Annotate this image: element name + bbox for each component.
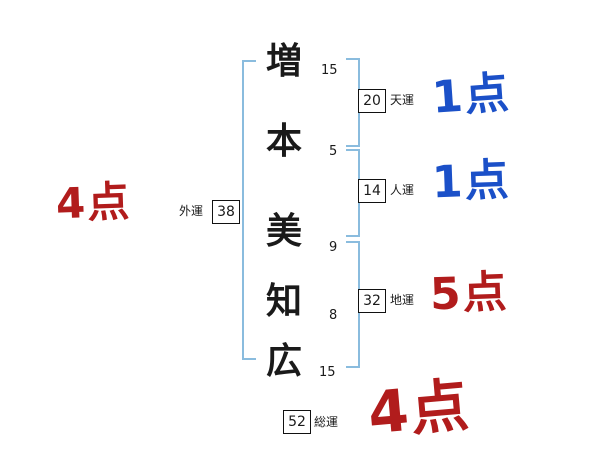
outer-luck-value: 38 xyxy=(212,200,240,224)
stroke-count-5: 15 xyxy=(319,365,336,380)
earth-luck-score: 5点 xyxy=(429,266,510,321)
name-char-5: 広 xyxy=(266,341,303,382)
name-char-2: 本 xyxy=(266,121,303,162)
stroke-count-1: 15 xyxy=(321,63,338,78)
name-char-1: 増 xyxy=(266,41,303,82)
name-char-3: 美 xyxy=(266,211,303,252)
person-luck-score: 1点 xyxy=(431,154,512,209)
total-luck-label: 総運 xyxy=(314,415,339,429)
stroke-count-4: 8 xyxy=(329,308,338,323)
outer-luck-score: 4点 xyxy=(55,176,133,229)
person-luck-value: 14 xyxy=(358,179,386,203)
heaven-luck-score: 1点 xyxy=(430,67,513,124)
person-luck-label: 人運 xyxy=(390,183,415,197)
heaven-luck-label: 天運 xyxy=(390,93,415,107)
earth-luck-value: 32 xyxy=(358,289,386,313)
total-luck-value: 52 xyxy=(283,410,311,434)
outer-luck-label: 外運 xyxy=(179,204,204,218)
total-luck-score: 4点 xyxy=(365,370,474,448)
earth-luck-label: 地運 xyxy=(390,293,415,307)
stroke-count-3: 9 xyxy=(329,240,338,255)
outer-luck-bracket xyxy=(242,60,256,360)
name-char-4: 知 xyxy=(266,281,303,322)
stroke-count-2: 5 xyxy=(329,144,338,159)
heaven-luck-value: 20 xyxy=(358,89,386,113)
